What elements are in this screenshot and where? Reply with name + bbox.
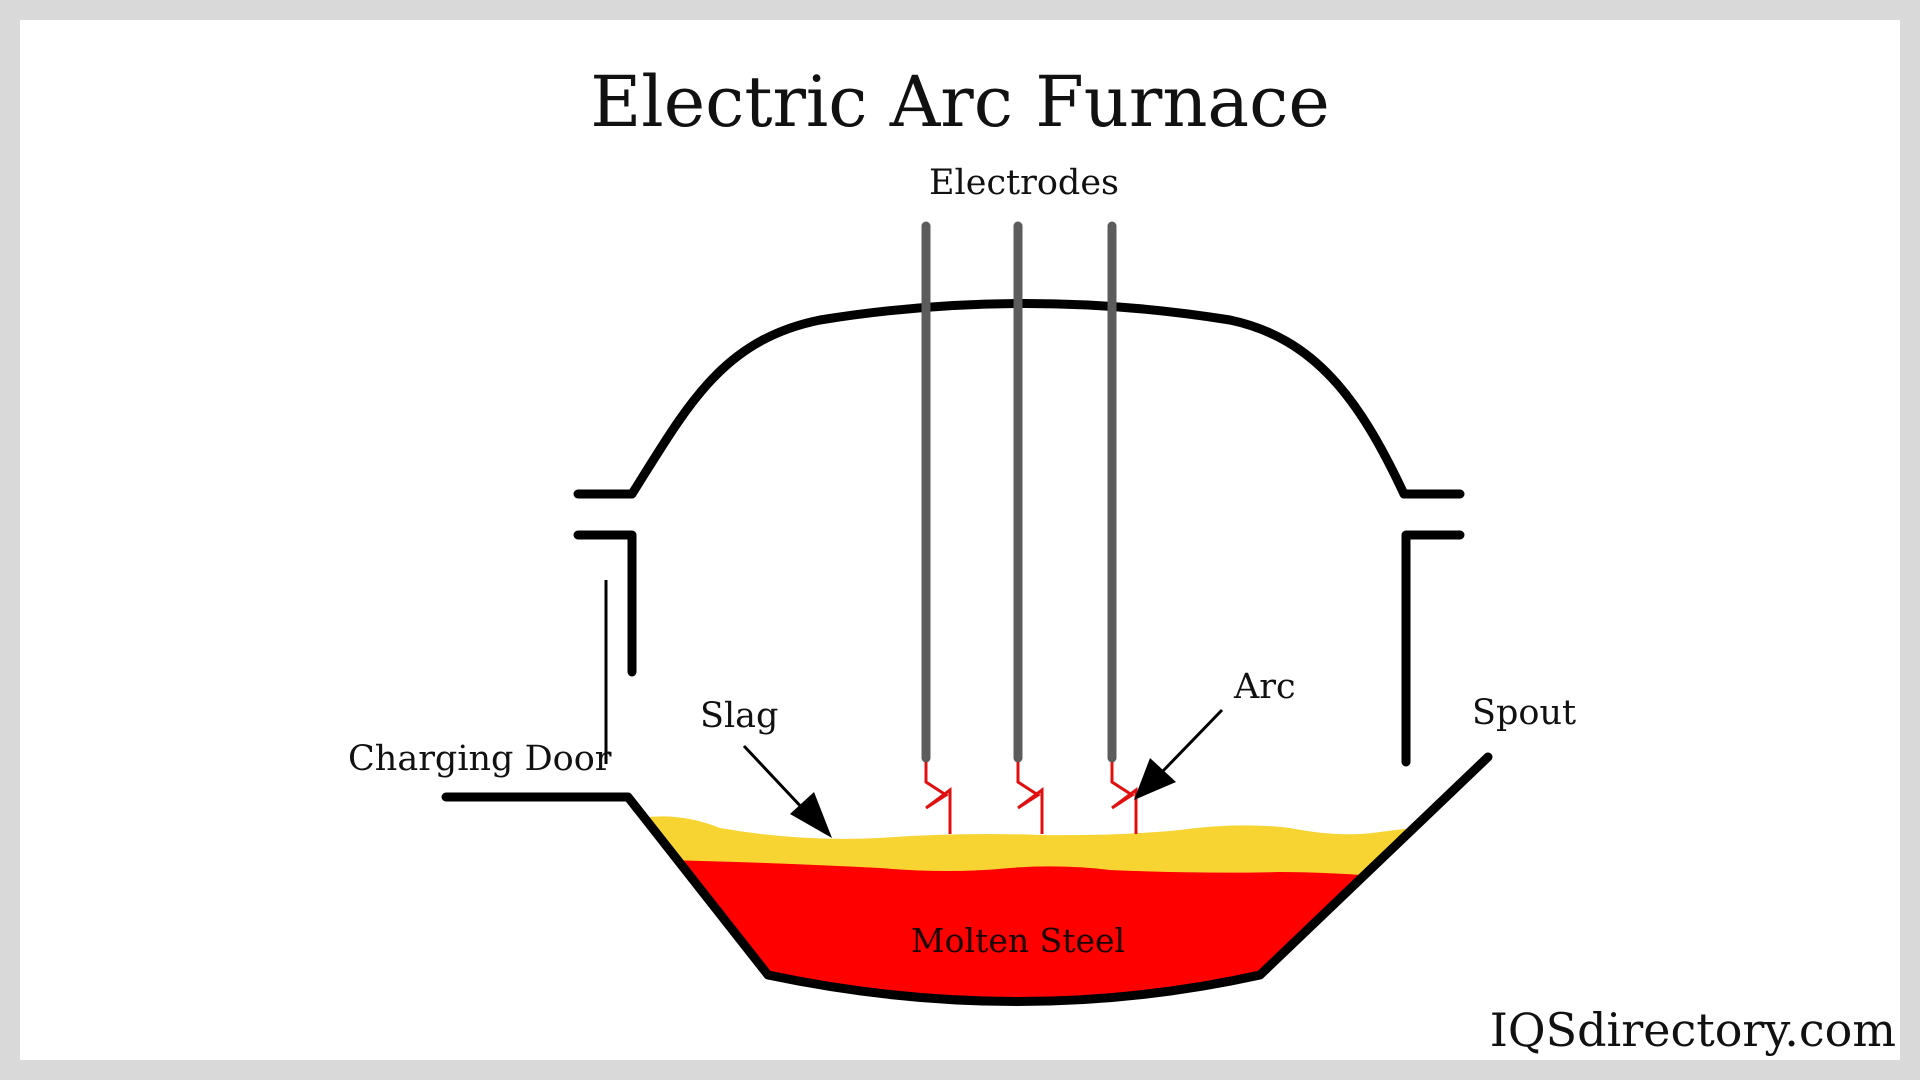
left-wall (573, 530, 637, 677)
furnace-bowl (441, 752, 1493, 1006)
arcs-group (924, 762, 1138, 834)
arc-1 (924, 762, 952, 834)
brand-watermark[interactable]: IQSdirectory.com (1490, 1003, 1896, 1057)
page-title: Electric Arc Furnace (590, 61, 1330, 143)
label-arc: Arc (1233, 667, 1296, 707)
molten-steel-pool (628, 860, 1488, 1002)
electrodes-group (921, 221, 1117, 763)
furnace-contents (628, 816, 1488, 1002)
label-molten-steel: Molten Steel (911, 921, 1125, 960)
label-spout: Spout (1472, 693, 1576, 733)
slag-arrow-icon (742, 744, 832, 838)
label-slag: Slag (700, 696, 778, 736)
furnace-roof (627, 299, 1409, 499)
label-electrodes: Electrodes (929, 163, 1119, 203)
arc-arrow-icon (1134, 708, 1224, 800)
right-wall (1401, 530, 1465, 767)
label-charging-door: Charging Door (348, 739, 612, 779)
arc-3 (1110, 762, 1138, 834)
arc-2 (1016, 762, 1044, 834)
furnace-outline (441, 299, 1493, 1006)
